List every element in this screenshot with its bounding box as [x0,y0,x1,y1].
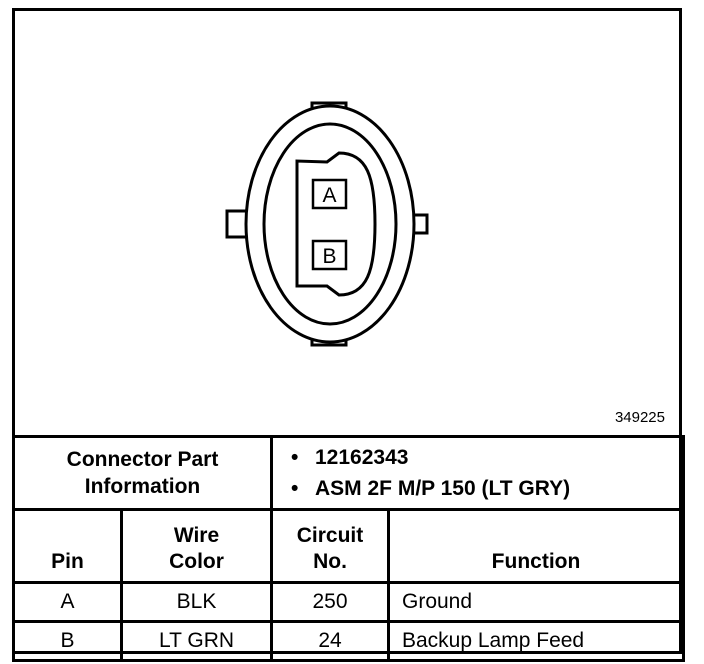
cell-circuit: 250 [270,581,390,623]
connector-part-info: 12162343 ASM 2F M/P 150 (LT GRY) [270,435,685,511]
cell-pin: B [12,620,123,662]
pin-b-box [311,239,348,271]
cell-wire-color: LT GRN [120,620,273,662]
connector-table: Connector Part Information 12162343 ASM … [12,435,685,662]
part-number: 12162343 [291,442,682,473]
cell-pin: A [12,581,123,623]
assembly-description: ASM 2F M/P 150 (LT GRY) [291,473,682,504]
cell-function: Ground [387,581,685,623]
cell-circuit: 24 [270,620,390,662]
table-row: A BLK 250 Ground [12,581,685,623]
cell-function: Backup Lamp Feed [387,620,685,662]
connector-part-info-label: Connector Part Information [12,435,273,511]
pin-b-label: B [322,245,336,268]
pin-a-box [311,178,348,210]
cell-wire-color: BLK [120,581,273,623]
header-pin: Pin [12,508,123,584]
connector-face-drawing: A B [225,101,429,347]
connector-sheet: A B 349225 Connector Part Information 12… [12,8,685,662]
terminal-cavity [295,151,377,297]
table-row: B LT GRN 24 Backup Lamp Feed [12,620,685,662]
figure-id: 349225 [614,409,665,426]
header-circuit-no: Circuit No. [270,508,390,584]
connector-diagram: A B 349225 [15,11,679,435]
header-wire-color: Wire Color [120,508,273,584]
header-function: Function [387,508,685,584]
table-header-row: Pin Wire Color Circuit No. Function [12,508,685,584]
pin-a-label: A [322,184,336,207]
